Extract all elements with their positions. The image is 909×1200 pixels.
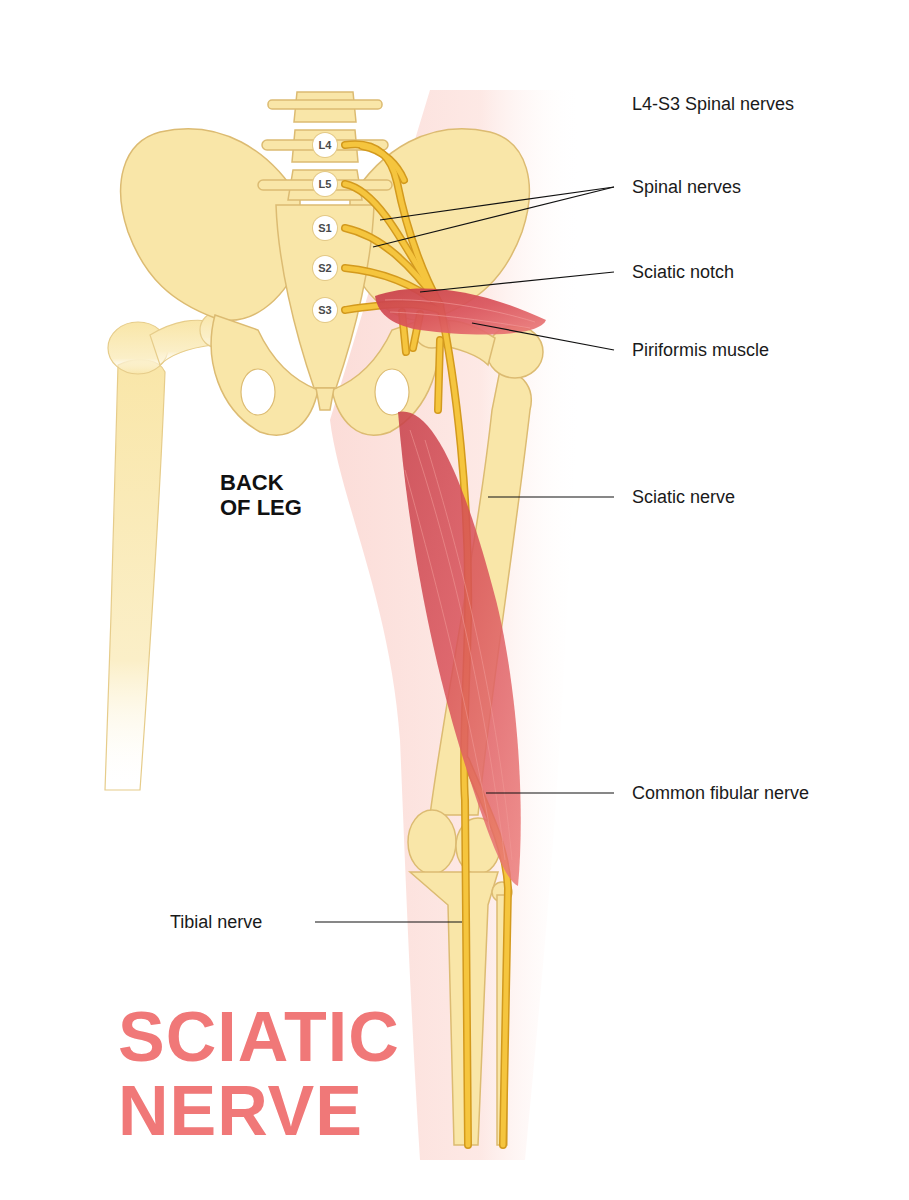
part-label: Sciatic nerve [632,486,735,508]
part-label: Sciatic notch [632,261,734,283]
diagram-title: SCIATIC NERVE [118,1000,418,1148]
part-label: Common fibular nerve [632,782,809,804]
vertebra-label: S3 [318,304,331,316]
vertebra-marker: S3 [313,298,337,322]
view-label: BACK OF LEG [220,470,315,520]
part-label: Tibial nerve [170,911,262,933]
part-label: Spinal nerves [632,176,741,198]
vertebra-marker: S2 [313,256,337,280]
part-label: Piriformis muscle [632,339,769,361]
vertebra-label: S1 [318,222,331,234]
vertebra-label: L4 [319,139,332,151]
vertebra-marker: L4 [313,133,337,157]
vertebra-label: L5 [319,178,332,190]
vertebra-marker: L5 [313,172,337,196]
vertebra-label: S2 [318,262,331,274]
vertebra-marker: S1 [313,216,337,240]
part-label: L4-S3 Spinal nerves [632,93,794,115]
